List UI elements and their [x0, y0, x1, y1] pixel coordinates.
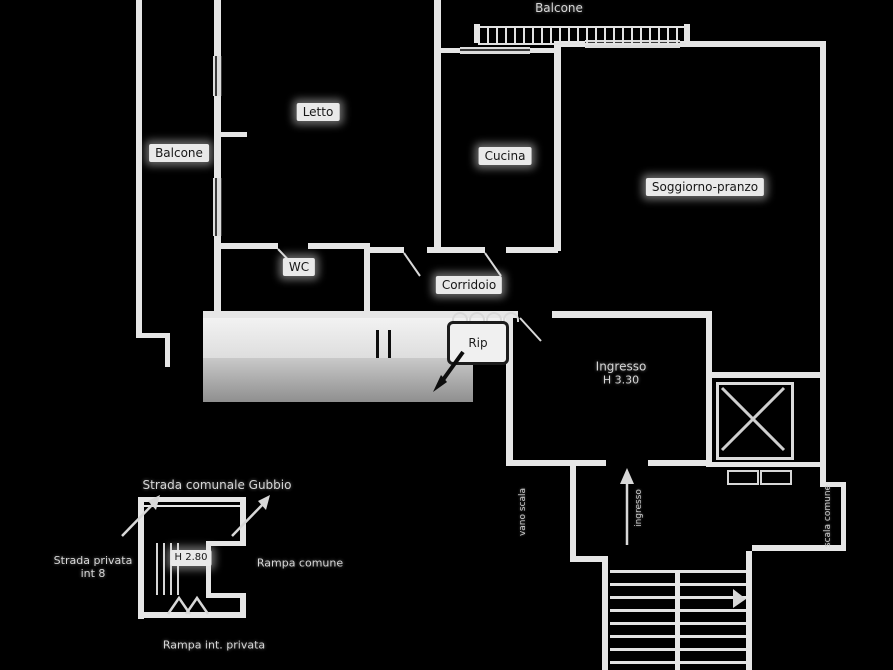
room-label-soggiorno: Soggiorno-pranzo	[645, 178, 765, 196]
room-label-ingresso: Ingresso H 3.30	[596, 360, 647, 387]
room-label-letto: Letto	[296, 103, 340, 121]
wall	[214, 0, 221, 347]
door-mark	[388, 330, 391, 358]
room-label-corridoio: Corridoio	[435, 276, 503, 294]
wall	[554, 41, 826, 47]
entry-arrow-label: ingresso	[634, 489, 644, 527]
wall	[206, 593, 246, 598]
room-label-balcone-left: Balcone	[149, 144, 209, 162]
elevator-door	[727, 470, 759, 485]
wall	[218, 243, 278, 249]
landing-dim-zone	[203, 358, 473, 402]
ingresso-height: H 3.30	[602, 373, 640, 387]
ramp-height-label: H 2.80	[170, 550, 212, 566]
wall	[138, 497, 144, 619]
coat-rack-symbol	[452, 312, 519, 322]
wall	[165, 333, 170, 367]
wall	[706, 372, 826, 378]
elevator-door	[760, 470, 792, 485]
ingresso-name: Ingresso	[595, 359, 647, 374]
street-label-comunale: Strada comunale Gubbio	[142, 478, 292, 492]
wall	[138, 497, 246, 502]
wall	[552, 311, 712, 318]
wall	[370, 247, 404, 253]
window	[213, 178, 222, 236]
wall	[427, 247, 485, 253]
street-arrow-head	[258, 495, 270, 510]
room-label-cucina: Cucina	[478, 147, 532, 165]
wall	[364, 243, 370, 318]
wall	[138, 612, 242, 618]
rampa-comune-label: Rampa comune	[256, 556, 344, 570]
wall	[570, 556, 608, 562]
wall	[136, 333, 170, 338]
wall	[203, 311, 518, 318]
wall	[570, 460, 576, 562]
room-label-rip: Rip	[447, 321, 509, 365]
wall	[506, 247, 558, 253]
wall	[554, 41, 561, 251]
wall	[138, 505, 246, 507]
wall	[820, 372, 826, 484]
elevator-shaft	[716, 382, 794, 460]
room-label-balcone-top: Balcone	[535, 1, 583, 15]
room-label-wc: WC	[282, 258, 316, 276]
stair-label-right: scala comune	[823, 484, 833, 548]
window	[460, 47, 530, 54]
stair-label-left: vano scala	[518, 487, 528, 537]
door-leaf	[403, 252, 421, 277]
wall	[206, 541, 246, 546]
wall	[206, 541, 211, 598]
wall	[434, 0, 441, 250]
stair-divider	[675, 570, 680, 670]
door-leaf	[519, 317, 542, 342]
door-leaf	[484, 252, 502, 277]
wall	[706, 311, 712, 467]
street-label-privata: Strada privata int 8	[54, 554, 133, 580]
wall	[136, 0, 142, 338]
window	[213, 56, 222, 96]
wall	[602, 556, 608, 670]
wall	[308, 243, 370, 249]
door-mark	[376, 330, 379, 358]
wall	[221, 132, 247, 137]
wall	[820, 41, 826, 376]
street-privata-line2: int 8	[80, 567, 106, 580]
street-privata-line1: Strada privata	[53, 554, 133, 567]
rip-label-text: Rip	[468, 336, 488, 350]
wall	[752, 545, 846, 551]
railing-post	[684, 24, 690, 43]
wall	[506, 311, 513, 466]
rampa-privata-label: Rampa int. privata	[162, 638, 266, 652]
wall	[240, 497, 246, 545]
railing-post	[474, 24, 480, 43]
balcony-railing	[478, 26, 686, 45]
wall	[648, 460, 712, 466]
wall	[820, 482, 846, 487]
wall	[240, 593, 246, 618]
wall	[506, 460, 606, 466]
wall	[841, 482, 846, 550]
wall	[706, 462, 826, 467]
wall	[746, 551, 752, 670]
entry-arrow-head	[620, 468, 634, 484]
